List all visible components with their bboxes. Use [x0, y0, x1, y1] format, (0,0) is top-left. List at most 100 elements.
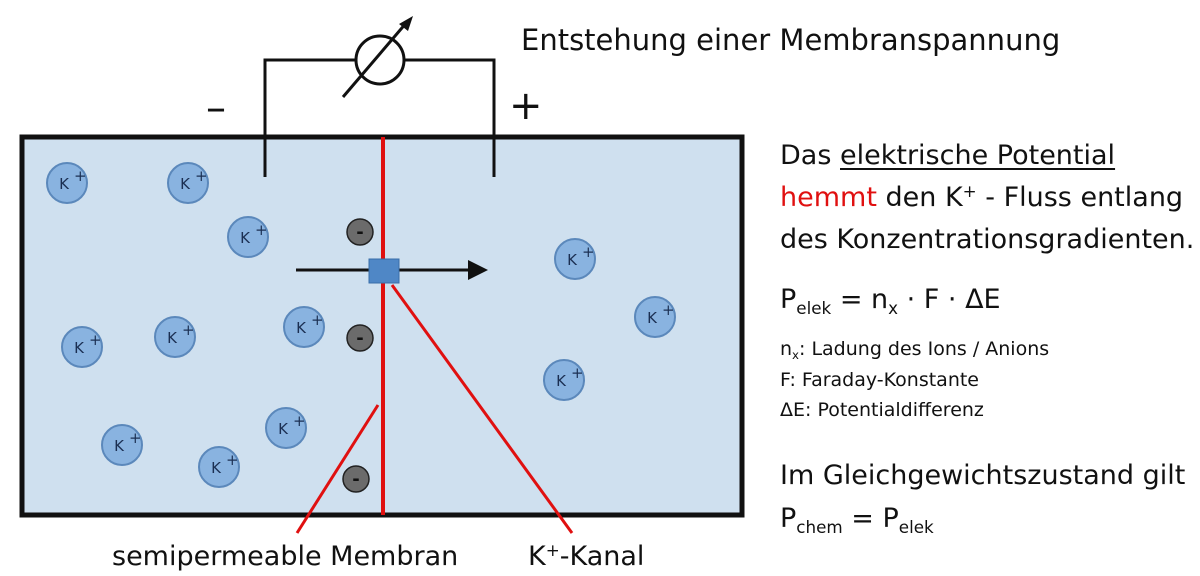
- anion-circle: [346, 324, 374, 352]
- k-ion-circle: [283, 306, 325, 348]
- k-ion-charge: +: [89, 331, 102, 349]
- charge-superscript: +: [545, 539, 560, 560]
- k-ion: K+: [46, 162, 88, 204]
- anion: -: [346, 218, 374, 246]
- k-ion: K+: [634, 296, 676, 338]
- k-ion-charge: +: [182, 321, 195, 339]
- k-ion-charge: +: [293, 412, 306, 430]
- voltmeter-needle: [341, 21, 409, 98]
- charge-superscript: +: [962, 180, 977, 201]
- k-ion-charge: +: [311, 311, 324, 329]
- k-ion-circle: [198, 446, 240, 488]
- k-ion-circle: [265, 407, 307, 449]
- k-ion: K+: [61, 326, 103, 368]
- statement-text: - Fluss entlang: [976, 182, 1184, 213]
- formula-symbol: = P: [842, 503, 899, 534]
- legend-symbol: n: [780, 338, 793, 360]
- voltmeter-icon: [354, 34, 406, 86]
- k-ion: K+: [101, 424, 143, 466]
- formula-subscript: x: [888, 298, 899, 319]
- formula-subscript: elek: [796, 298, 832, 319]
- anion-circle: [346, 218, 374, 246]
- membrane-label: semipermeable Membran: [112, 541, 459, 572]
- legend-subscript: x: [792, 348, 800, 363]
- legend-potential-difference: ΔE: Potentialdifferenz: [780, 399, 984, 421]
- flux-arrowhead: [468, 260, 488, 280]
- page-title: Entstehung einer Membranspannung: [521, 23, 1061, 57]
- statement-text: den K: [876, 182, 963, 213]
- k-ion: K+: [167, 162, 209, 204]
- k-ion: K+: [198, 446, 240, 488]
- k-ion: K+: [283, 306, 325, 348]
- channel-label: K+-Kanal: [528, 539, 645, 572]
- k-ion: K+: [543, 359, 585, 401]
- k-ion-circle: [554, 238, 596, 280]
- legend-faraday: F: Faraday-Konstante: [780, 369, 979, 391]
- highlighted-word: hemmt: [780, 182, 877, 213]
- k-ion-circle: [61, 326, 103, 368]
- k-ion-label: K: [556, 372, 567, 390]
- positive-terminal-sign: +: [509, 83, 543, 129]
- channel-pointer-line: [390, 284, 574, 534]
- k-ion-label: K: [74, 339, 85, 357]
- k-ion: K+: [265, 407, 307, 449]
- potential-formula: Pelek = nx · F · ΔE: [780, 284, 1001, 317]
- k-ion-label: K: [167, 329, 178, 347]
- k-ion-circle: [101, 424, 143, 466]
- k-ion-circle: [46, 162, 88, 204]
- k-ion-charge: +: [582, 243, 595, 261]
- equilibrium-formula: Pchem = Pelek: [780, 503, 934, 536]
- channel-label-text: K: [528, 541, 546, 572]
- k-ion-label: K: [59, 175, 70, 193]
- k-ion-circle: [154, 316, 196, 358]
- anion: -: [342, 465, 370, 493]
- formula-symbol: P: [780, 284, 797, 315]
- k-ion: K+: [154, 316, 196, 358]
- k-ion-circle: [227, 216, 269, 258]
- k-ion-charge: +: [571, 364, 584, 382]
- equilibrium-statement: Im Gleichgewichtszustand gilt: [780, 460, 1186, 491]
- legend-charge: nx: Ladung des Ions / Anions: [780, 338, 1050, 363]
- negative-terminal-sign: –: [206, 85, 226, 131]
- k-ion-charge: +: [195, 167, 208, 185]
- channel-label-text: -Kanal: [559, 541, 645, 572]
- formula-subscript: chem: [796, 517, 843, 538]
- formula-symbol: = n: [831, 284, 889, 315]
- anion: -: [346, 324, 374, 352]
- k-ion-label: K: [180, 175, 191, 193]
- formula-subscript: elek: [898, 517, 934, 538]
- k-ion-circle: [167, 162, 209, 204]
- k-ion: K+: [554, 238, 596, 280]
- k-ion-label: K: [567, 251, 578, 269]
- k-channel: [368, 258, 400, 284]
- statement-line-2: hemmt den K+ - Fluss entlang: [780, 180, 1184, 213]
- statement-line-3: des Konzentrationsgradienten.: [780, 224, 1195, 255]
- anion-charge: -: [356, 328, 363, 349]
- k-ion-charge: +: [129, 429, 142, 447]
- anions: - - -: [342, 218, 374, 493]
- k-ion-label: K: [211, 459, 222, 477]
- k-ion-charge: +: [662, 301, 675, 319]
- anion-charge: -: [352, 469, 359, 490]
- k-ion-charge: +: [226, 451, 239, 469]
- statement-line-1: Das elektrische Potential: [780, 142, 1115, 169]
- legend-text: : Ladung des Ions / Anions: [799, 338, 1050, 360]
- k-ion-label: K: [240, 229, 251, 247]
- anion-charge: -: [356, 222, 363, 243]
- membrane-pointer-line: [295, 404, 380, 534]
- voltmeter-needle-arrowhead: [399, 16, 413, 31]
- anion-circle: [342, 465, 370, 493]
- statement-text: Das: [780, 140, 840, 171]
- k-ion-circle: [543, 359, 585, 401]
- k-ion-charge: +: [255, 221, 268, 239]
- k-ion-label: K: [647, 309, 658, 327]
- k-ion-circle: [634, 296, 676, 338]
- k-ion-label: K: [114, 437, 125, 455]
- ions: K+K+K+K+K+K+K+K+K+K+K+K+: [46, 162, 676, 488]
- k-ion: K+: [227, 216, 269, 258]
- formula-symbol: P: [780, 503, 797, 534]
- k-ion-label: K: [296, 319, 307, 337]
- k-ion-charge: +: [74, 167, 87, 185]
- k-ion-label: K: [278, 420, 289, 438]
